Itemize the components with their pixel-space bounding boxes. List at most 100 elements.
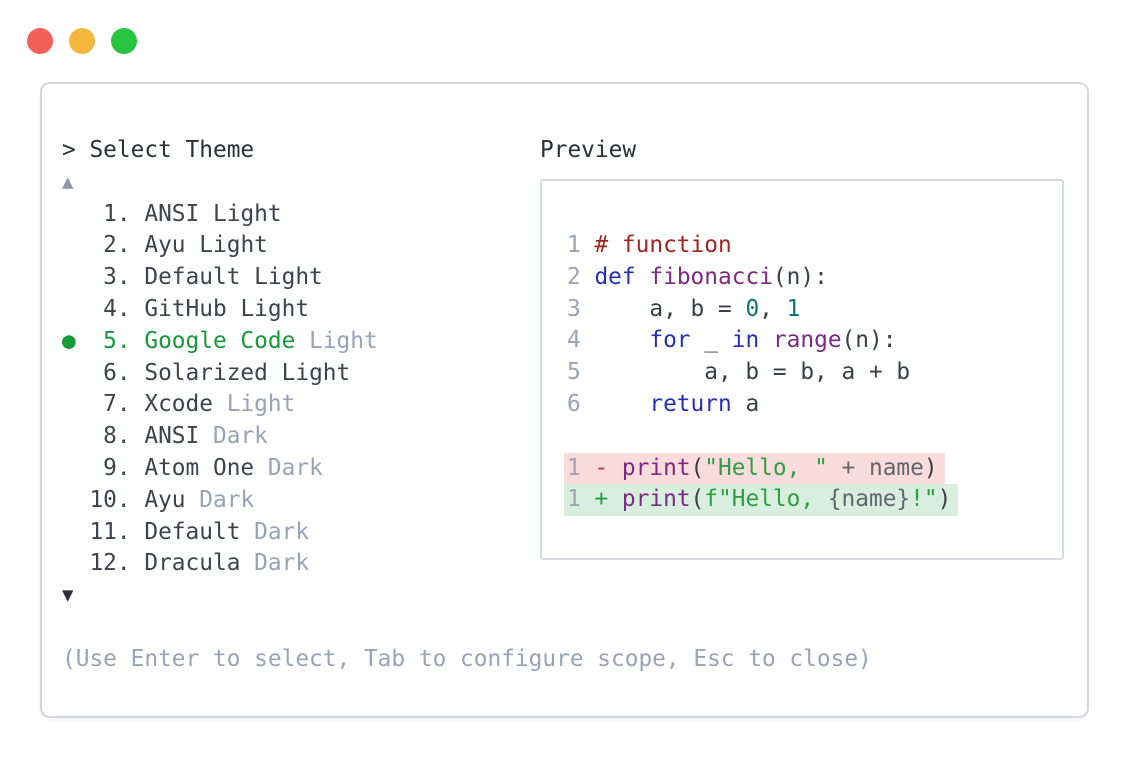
token-num: 1 [786,295,801,322]
item-variant: Light [240,264,323,291]
token-plain [759,327,773,353]
item-variant: Light [267,359,351,386]
token-str: "Hello, " [704,454,828,481]
item-variant: Dark [254,454,323,481]
item-number: 7. [89,391,145,418]
theme-picker-window: > Select Theme ▲ 1. ANSI Light 2. Ayu Li… [40,82,1089,718]
item-indent [62,232,89,258]
item-number: 6. [89,359,145,386]
token-plain: , [759,295,787,322]
theme-option-ansi-dark[interactable]: 8. ANSI Dark [62,421,872,453]
item-name: ANSI [144,423,200,450]
item-indent [62,550,89,576]
item-variant: Dark [240,550,310,577]
item-indent [62,201,89,227]
code-line: 3 a, b = 0, 1 [567,294,958,326]
scroll-down-icon[interactable]: ▼ [62,584,74,607]
theme-option-default-dark[interactable]: 11. Default Dark [62,517,872,549]
item-name: Default [144,518,241,545]
item-indent [62,519,89,545]
item-variant: Light [185,232,268,259]
token-str: f"Hello, [704,486,828,513]
scroll-up-icon[interactable]: ▲ [62,170,74,193]
token-muted: {name} [827,486,911,513]
item-name: Default [144,264,241,291]
line-number: 1 [567,486,595,513]
item-name: Ayu [144,486,186,513]
line-number: 6 [567,390,595,417]
token-kw: in [731,327,760,354]
token-plain: _ [690,327,732,354]
token-minus: - [594,454,609,481]
item-indent [62,360,89,386]
spacer-row [62,612,872,644]
theme-option-default-light[interactable]: 3. Default Light [62,262,872,294]
token-kw: for [649,327,691,354]
item-number: 9. [89,454,145,481]
preview-title: Preview [540,137,637,163]
theme-option-google-code-light[interactable]: ● 5. Google Code Light [62,326,872,358]
code-line: 6 return a [567,389,958,421]
theme-option-solarized-light[interactable]: 6. Solarized Light [62,358,872,390]
item-number: 4. [89,295,145,322]
token-plain: ( [690,486,705,513]
token-plain [594,327,649,353]
item-number: 11. [89,518,145,545]
item-variant: Light [199,200,282,227]
token-kw: def [594,263,636,290]
item-indent [62,296,89,322]
item-name: Xcode [144,391,213,418]
line-number: 1 [567,454,595,481]
item-indent [62,455,89,481]
item-variant: Dark [199,423,268,450]
item-variant: Dark [185,486,255,513]
line-number: 1 [567,232,595,258]
code-line: 1 # function [567,230,958,262]
token-plain: (n): [841,327,897,354]
item-number: 2. [89,232,145,259]
item-name: Atom One [144,454,255,481]
item-indent [62,391,89,417]
item-indent [62,264,89,290]
item-variant: Light [212,391,296,418]
token-plain: ) [923,454,938,481]
code-line: 2 def fibonacci(n): [567,262,958,294]
token-plain: (n): [772,263,828,290]
item-variant: Light [226,295,310,322]
line-number: 2 [567,263,595,290]
token-plain: ) [937,486,952,513]
item-number: 8. [89,423,145,450]
token-fn: print [621,454,691,481]
token-fn: range [772,327,842,354]
item-variant: Dark [240,518,310,545]
theme-option-ayu-light[interactable]: 2. Ayu Light [62,230,872,262]
theme-option-ayu-dark[interactable]: 10. Ayu Dark [62,485,872,517]
zoom-button[interactable] [111,28,137,54]
token-plain: a [731,390,760,417]
token-num: 0 [745,295,760,322]
theme-option-github-light[interactable]: 4. GitHub Light [62,294,872,326]
minimize-button[interactable] [69,28,95,54]
theme-option-ansi-light[interactable]: 1. ANSI Light [62,199,872,231]
item-number: 1. [89,200,145,227]
token-plain [636,264,650,290]
item-name: Dracula [144,550,241,577]
token-str: !" [910,486,938,513]
keyboard-hint: (Use Enter to select, Tab to configure s… [62,645,872,672]
item-name: Google Code [144,327,296,354]
item-number: 10. [89,486,145,513]
theme-option-atom-one-dark[interactable]: 9. Atom One Dark [62,453,872,485]
theme-option-xcode-light[interactable]: 7. Xcode Light [62,389,872,421]
code-line: 4 for _ in range(n): [567,325,958,357]
diff-line-removed: 1 - print("Hello, " + name) [564,452,958,485]
theme-option-dracula-dark[interactable]: 12. Dracula Dark [62,548,872,580]
token-plain: a, b = [594,295,746,322]
blank-line [567,421,958,453]
token-plain [594,391,649,417]
line-number: 3 [567,295,595,322]
token-fn: print [621,486,691,513]
diff-highlight-removed: 1 - print("Hello, " + name) [564,452,945,485]
token-comment: # function [594,232,732,258]
close-button[interactable] [27,28,53,54]
